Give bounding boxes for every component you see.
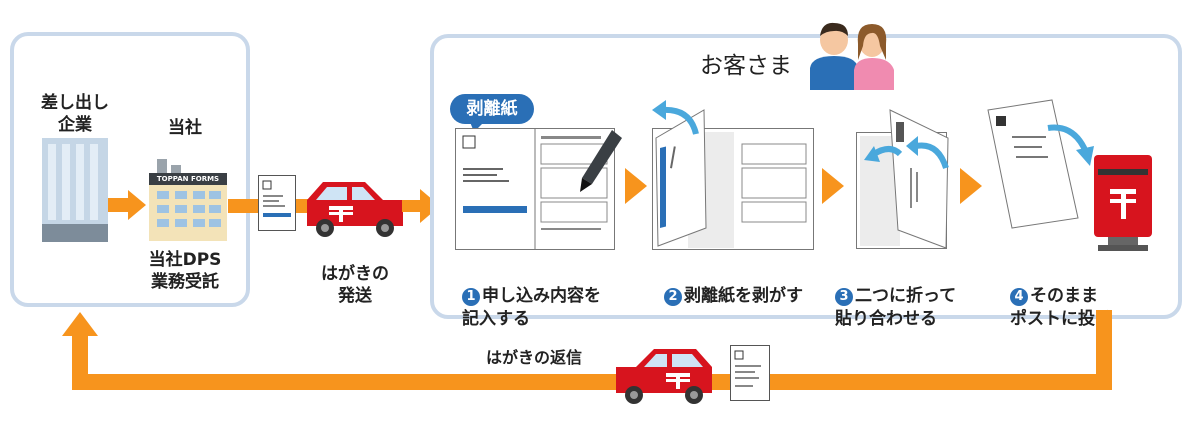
mail-truck-icon: [616, 349, 712, 404]
curved-arrow-icon: [652, 100, 699, 135]
building-icon: [42, 138, 108, 242]
step-number: 1: [462, 288, 480, 306]
step-text: 申し込み内容を 記入する: [462, 286, 601, 329]
step-arrow: [625, 168, 647, 204]
peel-badge: [450, 94, 534, 124]
form-icon: [652, 109, 814, 250]
peel-badge-label: 剥離紙: [466, 99, 518, 119]
sender-company-label: 差し出し 企業: [41, 93, 109, 135]
mailbox-icon: [1094, 155, 1152, 251]
postcard-icon: [730, 345, 770, 401]
step-text: 二つに折って 貼り合わせる: [835, 286, 957, 329]
step-arrow: [960, 168, 982, 204]
flow-arrow: [402, 189, 440, 223]
step-number: 4: [1010, 288, 1028, 306]
sender-self-label: 当社: [168, 118, 202, 138]
flow-line: [296, 199, 310, 213]
step-number: 2: [664, 288, 682, 306]
step-number: 3: [835, 288, 853, 306]
curved-arrow-icon: [864, 136, 949, 169]
form-icon: [856, 109, 949, 249]
postcard-icon: [987, 99, 1079, 229]
flow-arrow: [108, 190, 146, 220]
dispatch-label: はがきの 発送: [321, 264, 389, 306]
dps-label: 当社DPS 業務受託: [148, 250, 222, 292]
postcard-icon: [258, 175, 296, 231]
form-icon: [455, 128, 615, 250]
mail-truck-icon: [307, 182, 403, 237]
office-logo-text: TOPPAN FORMS: [156, 175, 220, 183]
step-arrow: [822, 168, 844, 204]
office-icon: [149, 159, 227, 241]
curved-arrow-icon: [1047, 124, 1094, 166]
step-text: 剥離紙を剥がす: [684, 286, 803, 306]
customers-icon: [810, 22, 894, 90]
customer-label: お客さま: [700, 53, 792, 79]
return-label: はがきの返信: [486, 348, 583, 367]
step-text: そのまま ポストに投函: [1010, 286, 1112, 329]
return-flow-line: [62, 310, 1112, 390]
flow-line: [228, 199, 263, 213]
pen-icon: [580, 130, 622, 192]
